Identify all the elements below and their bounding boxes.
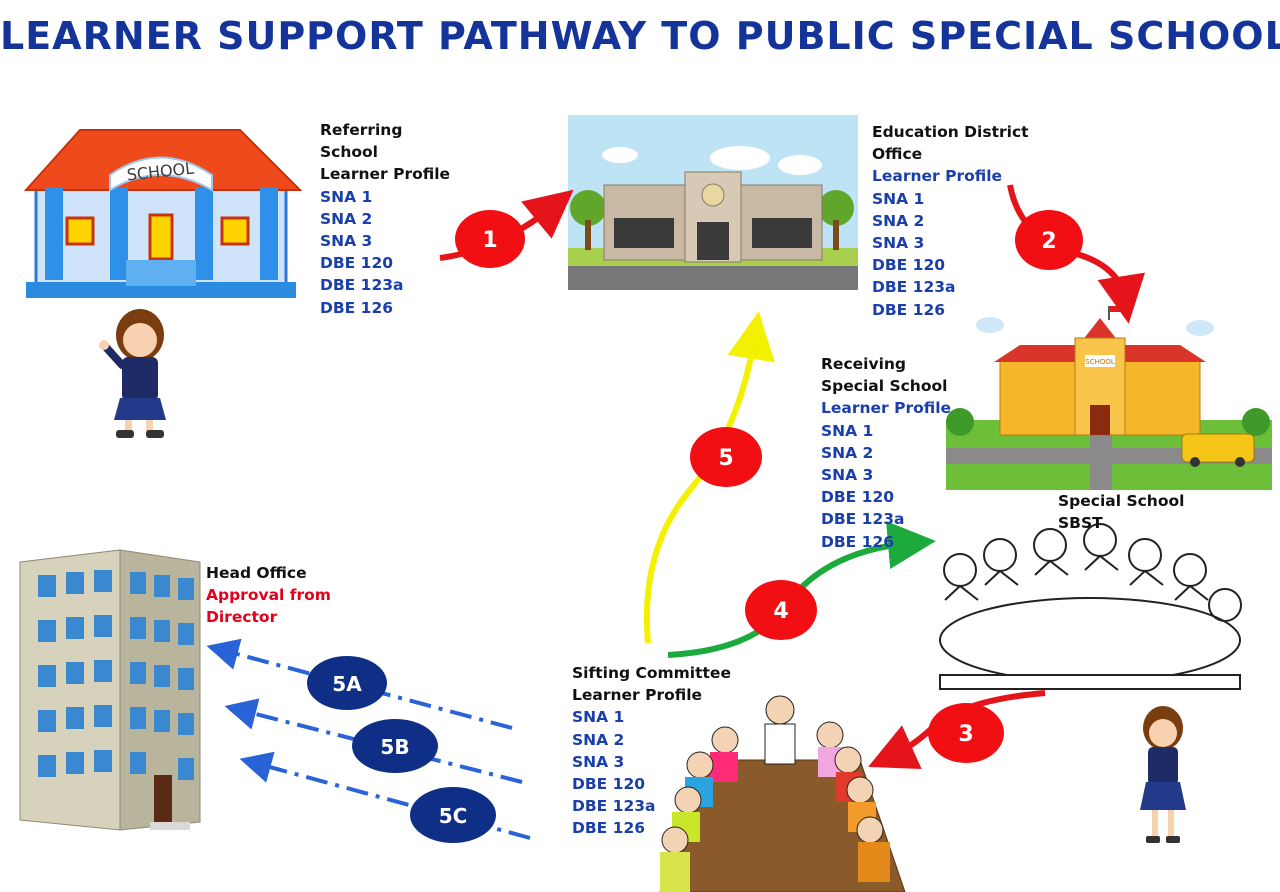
sifting-item: DBE 126 bbox=[572, 819, 646, 838]
district-item: SNA 2 bbox=[872, 211, 925, 230]
receiving-item: DBE 123a bbox=[821, 510, 905, 529]
district-item: DBE 120 bbox=[872, 256, 946, 275]
receiving-heading-2: Special School bbox=[821, 377, 948, 396]
referring-item: SNA 3 bbox=[320, 232, 373, 251]
sifting-item: DBE 120 bbox=[572, 775, 646, 794]
sbst-heading-1: Special School bbox=[1058, 492, 1185, 510]
step-1-label: 1 bbox=[482, 228, 497, 253]
learner-girl-small-illustration bbox=[1140, 706, 1186, 843]
learner-girl-illustration bbox=[99, 309, 166, 438]
step-5b-label: 5B bbox=[380, 735, 409, 759]
step-5c-marker: 5C bbox=[410, 787, 496, 843]
referring-school-text: Referring School Learner Profile SNA 1 S… bbox=[320, 119, 450, 319]
referring-item: DBE 123a bbox=[320, 276, 404, 295]
receiving-heading-1: Receiving bbox=[821, 355, 907, 373]
sbst-text: Special School SBST bbox=[1058, 490, 1184, 534]
arrow-step-5 bbox=[643, 311, 775, 644]
sifting-committee-illustration bbox=[659, 695, 906, 892]
head-office-heading: Head Office bbox=[206, 564, 307, 582]
district-item: DBE 123a bbox=[872, 278, 956, 297]
referring-item: DBE 126 bbox=[320, 298, 394, 317]
head-office-text: Head Office Approval from Director bbox=[206, 562, 331, 629]
svg-text:SCHOOL: SCHOOL bbox=[1085, 358, 1115, 366]
receiving-item: SNA 3 bbox=[821, 466, 874, 485]
referring-item: SNA 1 bbox=[320, 187, 373, 206]
district-item: SNA 1 bbox=[872, 189, 925, 208]
receiving-item: SNA 1 bbox=[821, 421, 874, 440]
step-5a-label: 5A bbox=[332, 672, 362, 696]
sifting-item: DBE 123a bbox=[572, 797, 656, 816]
receiving-profile-label: Learner Profile bbox=[821, 399, 952, 418]
step-3-label: 3 bbox=[958, 722, 973, 747]
approval-line-2: Director bbox=[206, 608, 278, 627]
sifting-heading-1: Sifting Committee bbox=[572, 664, 731, 682]
sifting-heading-2: Learner Profile bbox=[572, 686, 703, 705]
referring-item: SNA 2 bbox=[320, 209, 373, 228]
step-2-marker: 2 bbox=[1015, 210, 1083, 270]
district-heading-1: Education District bbox=[872, 123, 1029, 141]
district-item: SNA 3 bbox=[872, 234, 925, 253]
district-office-illustration bbox=[568, 115, 858, 290]
sbst-meeting-illustration bbox=[939, 523, 1242, 690]
arrow-step-2 bbox=[1007, 184, 1145, 324]
arrow-step-5a bbox=[206, 638, 513, 730]
receiving-item: SNA 2 bbox=[821, 443, 874, 462]
step-3-marker: 3 bbox=[928, 703, 1004, 763]
approval-line-1: Approval from bbox=[206, 586, 331, 605]
step-4-marker: 4 bbox=[745, 580, 817, 640]
referring-heading-1: Referring bbox=[320, 121, 403, 139]
head-office-illustration bbox=[19, 549, 201, 831]
receiving-school-illustration: SCHOOL bbox=[946, 306, 1272, 490]
page-title: LEARNER SUPPORT PATHWAY TO PUBLIC SPECIA… bbox=[0, 14, 1280, 58]
sbst-heading-2: SBST bbox=[1058, 514, 1103, 533]
sifting-item: SNA 1 bbox=[572, 708, 625, 727]
step-5b-marker: 5B bbox=[352, 719, 438, 773]
referring-heading-3: Learner Profile bbox=[320, 165, 451, 184]
step-4-label: 4 bbox=[773, 599, 788, 624]
district-item: DBE 126 bbox=[872, 300, 946, 319]
step-5c-label: 5C bbox=[439, 804, 468, 828]
step-2-label: 2 bbox=[1041, 229, 1056, 254]
sifting-item: SNA 3 bbox=[572, 752, 625, 771]
step-5-marker: 5 bbox=[690, 427, 762, 487]
receiving-school-text: Receiving Special School Learner Profile… bbox=[821, 353, 951, 553]
referring-heading-2: School bbox=[320, 143, 378, 162]
sifting-committee-text: Sifting Committee Learner Profile SNA 1 … bbox=[572, 662, 731, 840]
district-office-text: Education District Office Learner Profil… bbox=[872, 121, 1029, 321]
sifting-item: SNA 2 bbox=[572, 730, 625, 749]
referring-school-illustration: SCHOOL bbox=[23, 129, 303, 298]
step-5a-marker: 5A bbox=[307, 656, 387, 710]
receiving-item: DBE 120 bbox=[821, 488, 895, 507]
step-1-marker: 1 bbox=[455, 210, 525, 268]
step-5-label: 5 bbox=[718, 446, 733, 471]
referring-item: DBE 120 bbox=[320, 254, 394, 273]
district-profile-label: Learner Profile bbox=[872, 167, 1003, 186]
district-heading-2: Office bbox=[872, 145, 923, 164]
receiving-item: DBE 126 bbox=[821, 532, 895, 551]
